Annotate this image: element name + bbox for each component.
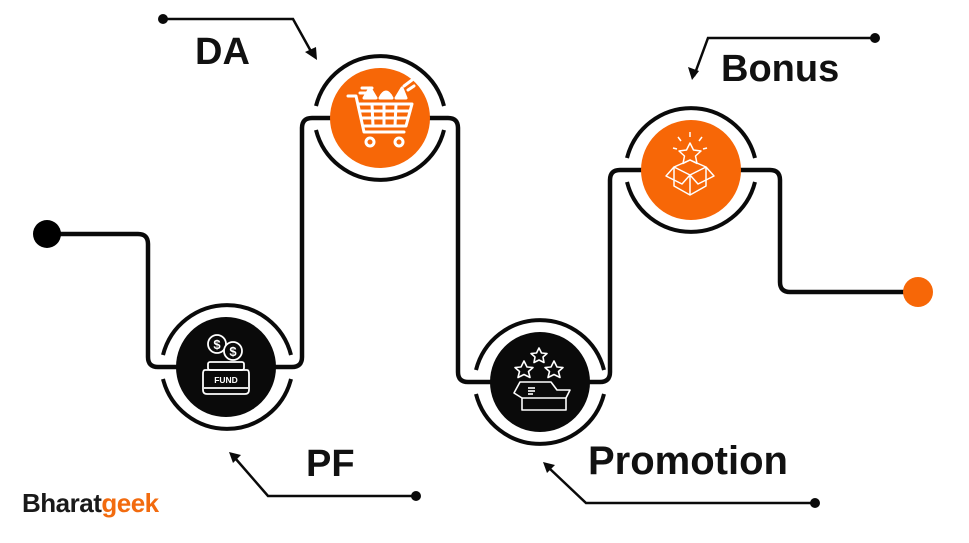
step-label-da: DA	[195, 31, 250, 73]
pf-ring-bottom	[161, 378, 293, 431]
logo-part-2: geek	[101, 488, 159, 518]
pf-circle	[176, 317, 276, 417]
da-ring-bottom	[314, 129, 446, 182]
arrow-head-icon	[229, 452, 241, 463]
gift-box-star-icon	[665, 132, 715, 196]
brand-logo: Bharatgeek	[22, 490, 159, 516]
bonus-connector	[688, 33, 880, 80]
bonus-ring-top	[625, 106, 757, 159]
step-label-promotion: Promotion	[588, 439, 788, 483]
step-node-bonus	[625, 106, 757, 234]
arrow-head-icon	[305, 47, 317, 60]
arrow-head-icon	[688, 67, 699, 80]
start-dot	[33, 220, 61, 248]
arrow-head-icon	[543, 462, 555, 473]
step-node-pf: $ $ FUND	[161, 303, 293, 431]
bonus-circle	[641, 120, 741, 220]
step-label-bonus: Bonus	[721, 48, 840, 90]
pf-icon-text: FUND	[214, 375, 238, 385]
pf-connector	[229, 452, 421, 501]
path-line	[47, 115, 918, 385]
star-box-icon	[513, 347, 571, 411]
svg-text:$: $	[213, 337, 221, 352]
promotion-ring-top	[474, 318, 606, 371]
da-ring-top	[314, 54, 446, 107]
fund-jar-icon: $ $	[202, 334, 250, 395]
step-node-promotion	[474, 318, 606, 446]
step-node-da	[314, 54, 446, 182]
end-dot	[903, 277, 933, 307]
shopping-cart-icon	[346, 78, 416, 148]
promotion-ring-bottom	[474, 393, 606, 446]
step-label-pf: PF	[306, 443, 355, 485]
da-connector	[158, 14, 317, 60]
pf-ring-top	[161, 303, 293, 356]
logo-part-1: Bharat	[22, 488, 102, 518]
bonus-ring-bottom	[625, 181, 757, 234]
promotion-connector	[543, 462, 820, 508]
svg-text:$: $	[229, 344, 237, 359]
